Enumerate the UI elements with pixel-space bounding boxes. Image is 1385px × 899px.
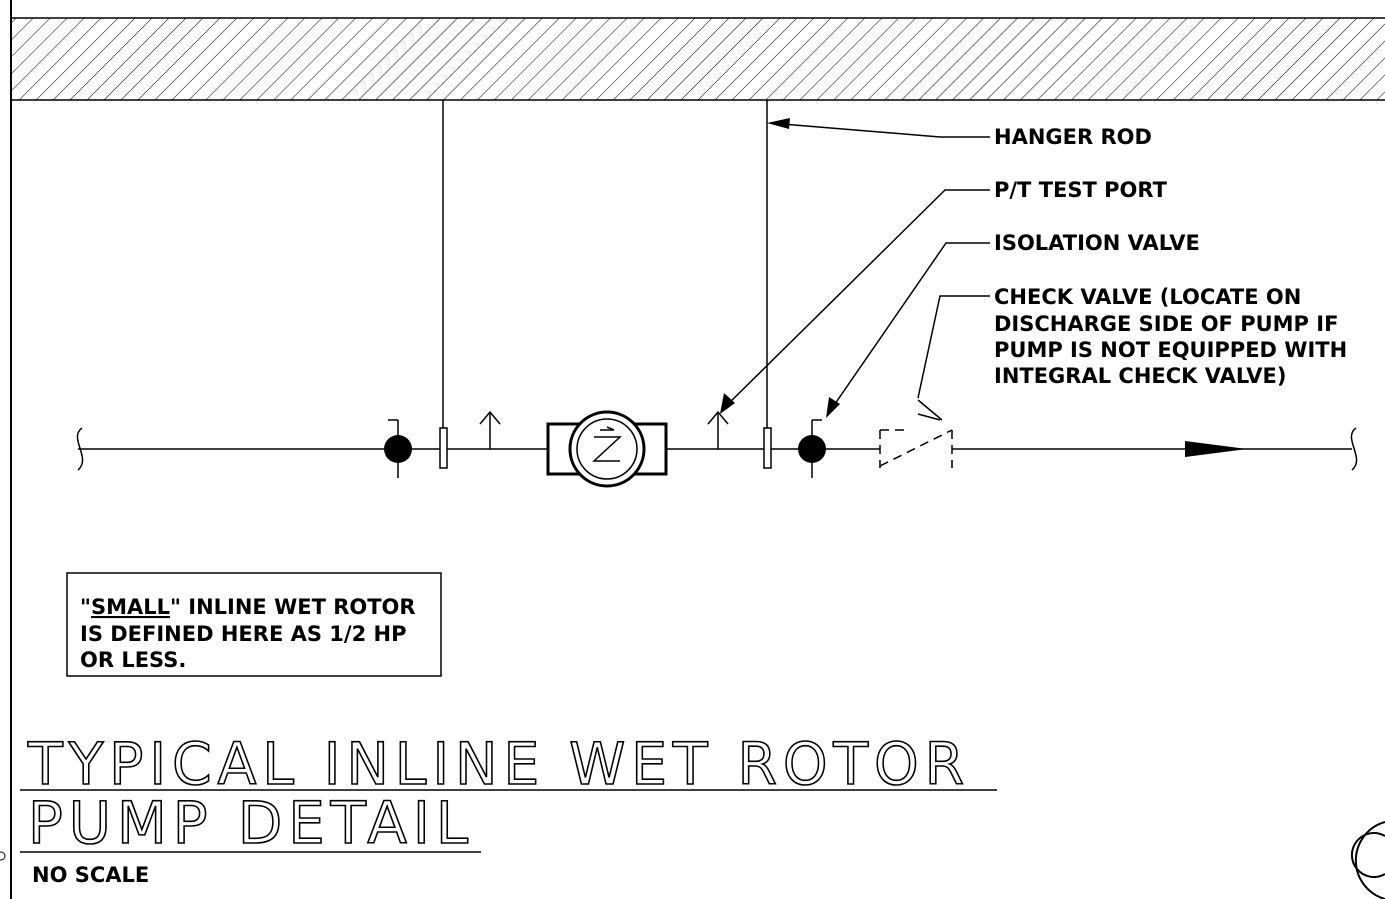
note-line2: IS DEFINED HERE AS 1/2 HP [80,622,406,646]
check-valve-flap-top [917,413,941,421]
note-line1-rest: " INLINE WET ROTOR [170,595,416,619]
label-isolation-valve: ISOLATION VALVE [994,231,1200,255]
note-quote-open: " [80,595,91,619]
title-line1: TYPICAL INLINE WET ROTOR [27,730,970,798]
note-emphasis: SMALL [91,595,170,619]
pipe-break-right-icon [1350,427,1358,471]
label-check-valve-line2: DISCHARGE SIDE OF PUMP IF [994,312,1338,336]
leader-lines [721,122,990,415]
section-marker-icon [1350,821,1385,899]
ceiling-slab [11,17,1385,101]
hanger-clamp-left [439,427,448,469]
label-pt-test-port: P/T TEST PORT [994,178,1168,202]
page-edge-mark [0,851,6,861]
leader-arrowheads [720,118,840,418]
isolation-valve-left-icon [384,419,412,478]
label-check-valve-line4: INTEGRAL CHECK VALVE) [994,364,1287,388]
flow-direction-arrow-icon [1185,441,1247,457]
note-line3: OR LESS. [80,648,186,672]
pt-test-port-right-icon [707,410,729,449]
check-valve-flap [917,399,943,421]
pt-test-port-left-icon [479,410,501,449]
label-check-valve-line1: CHECK VALVE (LOCATE ON [994,285,1301,309]
note-line1: "SMALL" INLINE WET ROTOR [80,595,416,619]
pipe-break-left-icon [76,427,84,471]
note-box [66,572,442,677]
isolation-valve-right-icon [798,419,826,478]
scale-note: NO SCALE [32,863,149,887]
label-check-valve-line3: PUMP IS NOT EQUIPPED WITH [994,338,1347,362]
check-valve-icon [879,429,953,468]
hanger-clamp-right [763,427,772,469]
title-line2: PUMP DETAIL [28,789,474,857]
pump-icon [546,410,668,488]
label-hanger-rod: HANGER ROD [994,125,1152,149]
